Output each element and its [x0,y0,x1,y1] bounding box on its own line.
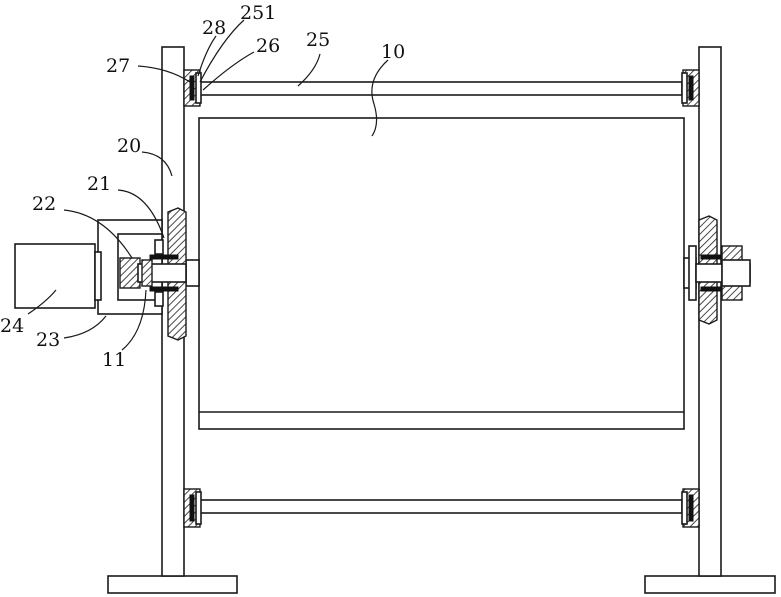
leader-23 [64,316,106,338]
bottom-guide-rod [200,500,682,513]
label-20: 20 [117,135,141,157]
label-22: 22 [32,193,56,215]
label-28: 28 [202,17,226,39]
left-shaft-flange [186,260,199,286]
right-shaft-flange-plate [689,246,696,300]
bottom-right-bearing-block [682,489,699,527]
label-26: 26 [256,35,280,57]
bottom-left-bearing-block [184,489,201,527]
leader-25 [298,54,320,86]
top-guide-rod [200,82,682,95]
top-right-bearing-block [682,70,699,106]
label-10: 10 [381,41,405,63]
motor-neck [95,252,101,300]
label-21: 21 [87,173,111,195]
label-11: 11 [102,349,126,371]
label-24: 24 [0,315,24,337]
motor-body [15,244,95,308]
drum-body [199,118,684,429]
label-27: 27 [106,55,130,77]
label-25: 25 [306,29,330,51]
right-base-foot [645,576,775,593]
label-251: 251 [240,2,276,24]
label-23: 23 [36,329,60,351]
left-base-foot [108,576,237,593]
